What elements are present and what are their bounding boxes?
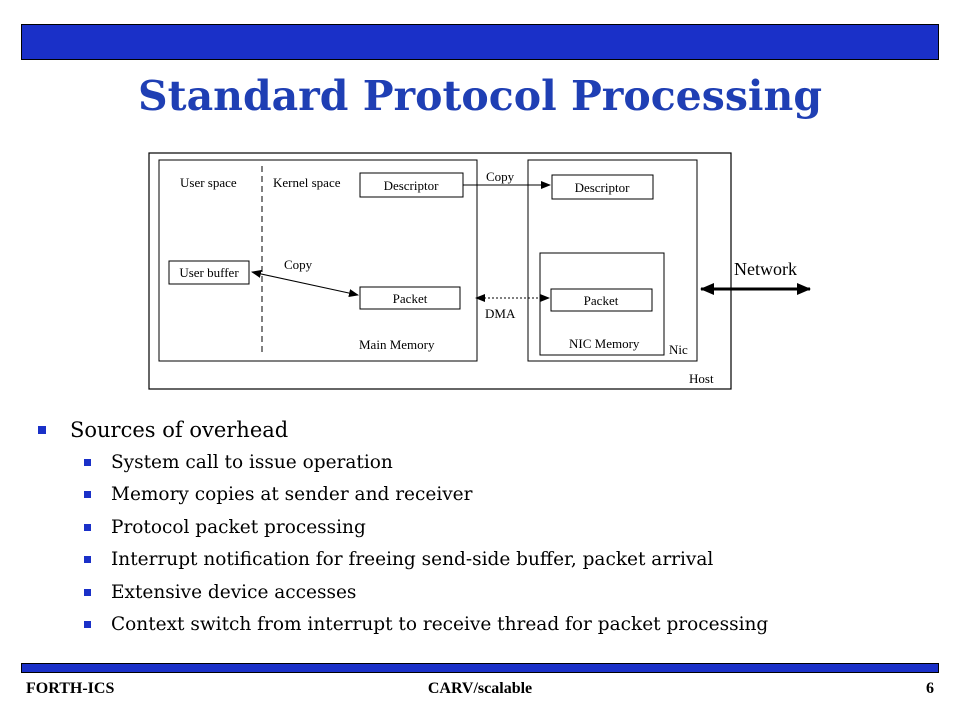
- list-item: Interrupt notification for freeing send-…: [84, 549, 713, 570]
- main-memory-box: [158, 159, 478, 362]
- user-space-label: User space: [180, 175, 237, 190]
- bullet-marker-icon: [84, 556, 91, 563]
- list-item-text: System call to issue operation: [111, 452, 393, 473]
- host-label: Host: [689, 371, 714, 386]
- bullet-marker-icon: [84, 459, 91, 466]
- slide-title: Standard Protocol Processing: [138, 72, 822, 120]
- kernel-space-label: Kernel space: [273, 175, 341, 190]
- list-item-text: Interrupt notification for freeing send-…: [111, 549, 714, 570]
- descriptor-main-label: Descriptor: [384, 178, 440, 193]
- list-item: Protocol packet processing: [84, 517, 366, 538]
- protocol-diagram: User space Kernel space Descriptor Descr…: [148, 152, 811, 390]
- nic-memory-box: [539, 252, 665, 356]
- bullet-heading-text: Sources of overhead: [70, 418, 289, 442]
- list-item: Extensive device accesses: [84, 582, 356, 603]
- bullet-marker-icon: [84, 524, 91, 531]
- packet-main-label: Packet: [393, 291, 428, 306]
- copy-packet-arrow: [251, 269, 359, 298]
- list-item-text: Context switch from interrupt to receive…: [111, 614, 769, 635]
- descriptor-nic-box: [551, 174, 654, 200]
- copy-mid-label: Copy: [284, 257, 313, 272]
- list-item-text: Protocol packet processing: [111, 517, 366, 538]
- nic-memory-label: NIC Memory: [569, 336, 640, 351]
- bullet-marker-icon: [84, 589, 91, 596]
- footer-bar: [21, 663, 939, 673]
- list-item-text: Memory copies at sender and receiver: [111, 484, 473, 505]
- header-bar: [21, 24, 939, 60]
- descriptor-nic-label: Descriptor: [575, 180, 631, 195]
- packet-nic-box: [550, 288, 653, 312]
- footer-organization: FORTH-ICS: [26, 680, 115, 697]
- bullet-marker-icon: [84, 491, 91, 498]
- list-item-text: Extensive device accesses: [111, 582, 357, 603]
- network-label: Network: [734, 259, 797, 279]
- list-item: Context switch from interrupt to receive…: [84, 614, 768, 635]
- list-item: Memory copies at sender and receiver: [84, 484, 472, 505]
- copy-top-label: Copy: [486, 169, 515, 184]
- list-item: System call to issue operation: [84, 452, 393, 473]
- bullet-marker-icon: [38, 426, 46, 434]
- user-buffer-box: [168, 260, 250, 285]
- nic-label: Nic: [669, 342, 688, 357]
- footer-project: CARV/scalable: [427, 680, 533, 697]
- dma-label: DMA: [485, 306, 516, 321]
- main-memory-label: Main Memory: [359, 337, 435, 352]
- packet-nic-label: Packet: [584, 293, 619, 308]
- bullet-marker-icon: [84, 621, 91, 628]
- bullet-heading: Sources of overhead: [38, 418, 288, 442]
- page-number: 6: [926, 680, 934, 697]
- packet-main-box: [359, 286, 461, 310]
- nic-box: [527, 159, 698, 362]
- user-buffer-label: User buffer: [179, 265, 239, 280]
